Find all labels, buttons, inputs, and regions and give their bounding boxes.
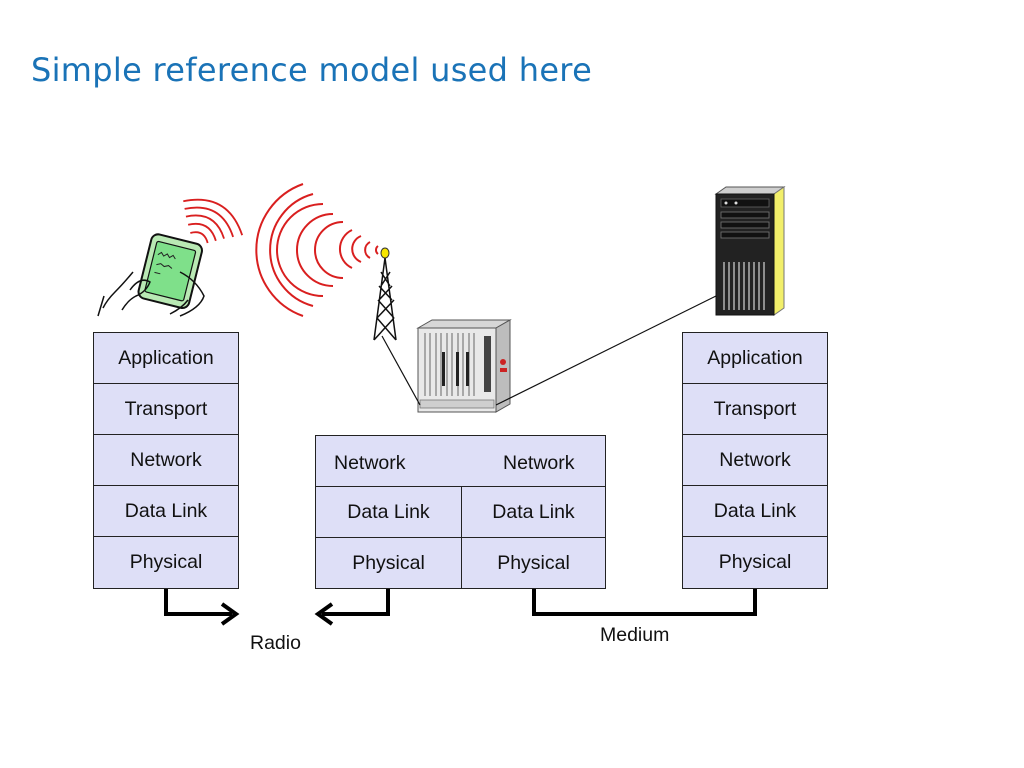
router-layer-network-left: Network: [334, 452, 406, 474]
router-network-layer: [315, 435, 606, 487]
layer-application: Application: [93, 332, 239, 384]
layer-data-link: Data Link: [93, 485, 239, 537]
router-chassis-icon: [416, 319, 512, 413]
router-layer-network-right: Network: [503, 452, 575, 474]
router-layer-physical-right: Physical: [461, 537, 606, 589]
layer-application: Application: [682, 332, 828, 384]
radio-label: Radio: [250, 632, 301, 654]
server-tower-icon: [714, 186, 786, 316]
medium-link-bracket: [532, 589, 757, 616]
layer-physical: Physical: [93, 536, 239, 589]
medium-label: Medium: [600, 624, 670, 646]
layer-physical: Physical: [682, 536, 828, 589]
tower-router-link: [381, 335, 421, 406]
layer-network: Network: [682, 434, 828, 486]
radio-link-arrow-left: [164, 589, 240, 626]
layer-transport: Transport: [682, 383, 828, 435]
layer-network: Network: [93, 434, 239, 486]
layer-transport: Transport: [93, 383, 239, 435]
radio-link-arrow-right: [314, 589, 390, 626]
router-layer-data-link-right: Data Link: [461, 486, 606, 538]
handheld-device-icon: [97, 198, 244, 317]
router-server-link: [495, 295, 717, 406]
layer-data-link: Data Link: [682, 485, 828, 537]
radio-tower-icon: [255, 183, 397, 341]
router-layer-physical-left: Physical: [315, 537, 462, 589]
router-layer-data-link-left: Data Link: [315, 486, 462, 538]
page-title: Simple reference model used here: [31, 51, 593, 89]
